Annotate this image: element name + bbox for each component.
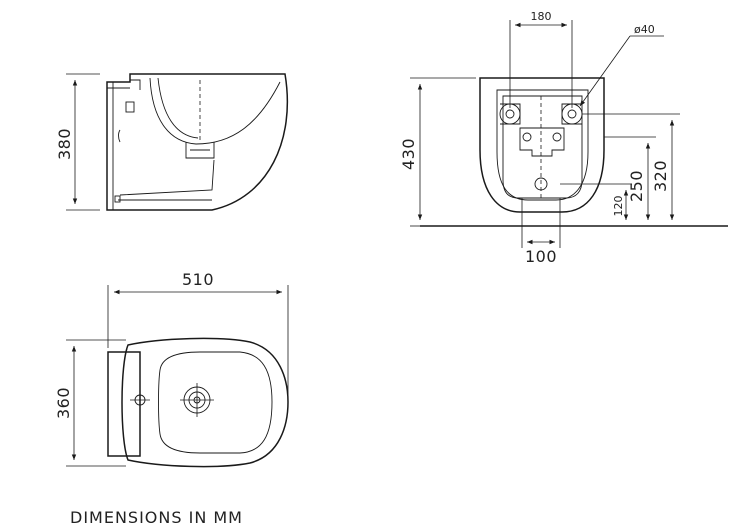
dim-height-120: 120 [612, 196, 625, 217]
dim-front-width: 180 [531, 10, 552, 23]
dim-front-height: 430 [399, 138, 418, 170]
dim-side-height: 380 [55, 128, 74, 160]
dim-plan-length: 510 [182, 270, 214, 289]
dim-spacing-100: 100 [525, 247, 557, 266]
dim-height-320: 320 [651, 160, 670, 192]
dim-hole-diameter: ø40 [634, 23, 655, 36]
plan-view: 510 360 [54, 270, 289, 468]
dim-plan-width: 360 [54, 387, 73, 419]
dim-height-250: 250 [627, 170, 646, 202]
units-note: DIMENSIONS IN MM [70, 508, 243, 527]
front-view: 180 ø40 430 320 250 120 100 [399, 10, 728, 266]
side-view: 380 [55, 73, 289, 211]
